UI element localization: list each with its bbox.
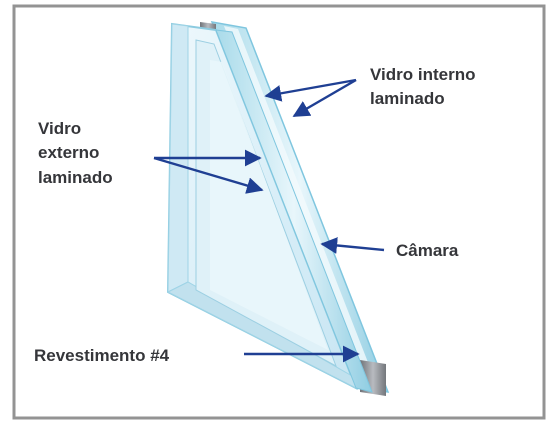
arrow-inner-glass-1 bbox=[264, 78, 357, 102]
glass-edge-strip bbox=[215, 29, 373, 393]
label-outer-glass-line2: externo bbox=[38, 143, 99, 162]
label-outer-glass-line1: Vidro bbox=[38, 119, 81, 138]
label-inner-glass-line1: Vidro interno bbox=[370, 65, 475, 84]
label-outer-glass-line3: laminado bbox=[38, 168, 113, 187]
label-coating: Revestimento #4 bbox=[34, 346, 170, 365]
label-chamber: Câmara bbox=[396, 241, 459, 260]
arrows bbox=[153, 78, 385, 363]
outer-glass-pane bbox=[166, 22, 358, 391]
label-inner-glass: Vidro interno laminado bbox=[370, 65, 480, 108]
frame-border bbox=[12, 4, 546, 420]
label-outer-glass: Vidro externo laminado bbox=[38, 119, 113, 187]
arrow-outer-glass-2 bbox=[153, 156, 264, 194]
label-inner-glass-line2: laminado bbox=[370, 89, 445, 108]
arrow-inner-glass-2 bbox=[292, 78, 357, 118]
arrow-chamber bbox=[320, 237, 385, 254]
